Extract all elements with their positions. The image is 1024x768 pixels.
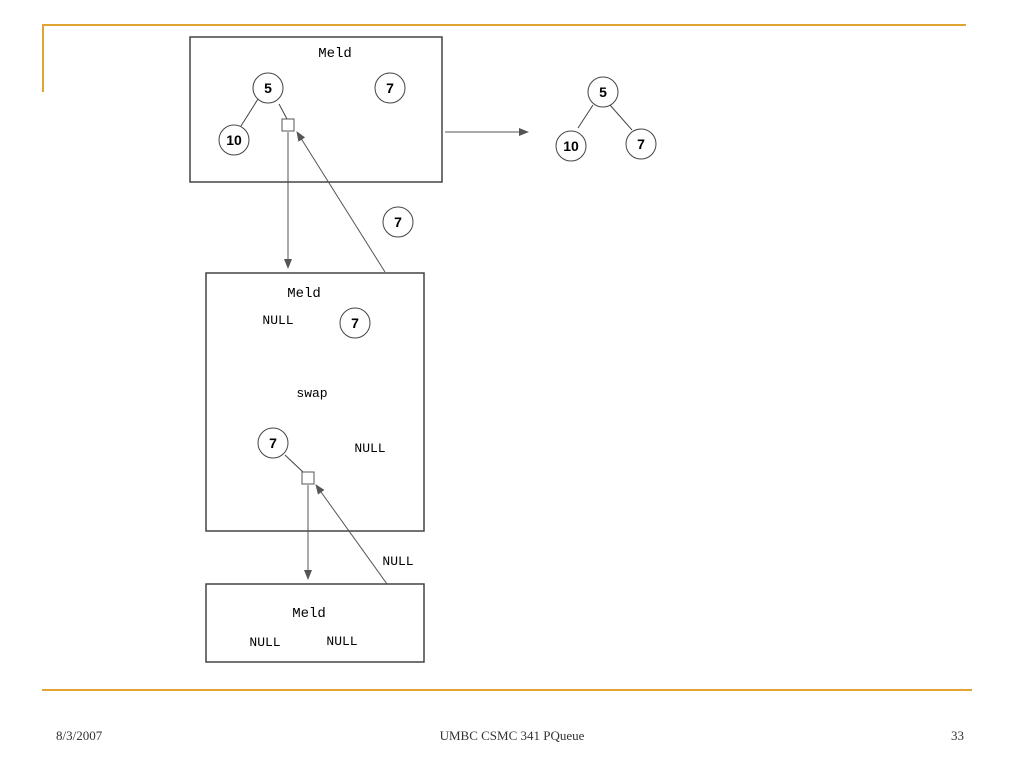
node-7-label: 7 [386, 80, 394, 96]
node-10-circle [218, 124, 250, 156]
footer-page-number: 33 [951, 728, 964, 743]
result-root-circle [587, 76, 619, 108]
meld-box-top-title: Meld [318, 46, 352, 62]
left-accent-line [42, 24, 44, 92]
middle-node-7-circle [339, 307, 371, 339]
edge-5-placeholder [278, 103, 288, 120]
result-left-circle [555, 130, 587, 162]
edge-7-placeholder [284, 454, 305, 474]
null-label-bottom-left: NULL [249, 635, 280, 650]
result-left-label: 10 [563, 138, 579, 154]
node-5-label: 5 [264, 80, 272, 96]
footer-course: UMBC CSMC 341 PQueue [439, 728, 585, 743]
node-7-circle [374, 72, 406, 104]
null-label-middle: NULL [262, 313, 293, 328]
returned-node-7-circle [382, 206, 414, 238]
result-right-label: 7 [637, 136, 645, 152]
result-edge-left [577, 104, 594, 129]
null-child-placeholder-top [281, 118, 295, 132]
edge-5-10 [240, 98, 259, 127]
swapped-node-7-label: 7 [269, 435, 277, 451]
return-arrow-up-2 [315, 484, 388, 585]
null-label-middle-right: NULL [354, 441, 385, 456]
top-accent-line [42, 24, 966, 26]
return-arrow-up-1 [296, 131, 386, 273]
footer-date: 8/3/2007 [56, 728, 103, 743]
bottom-divider-line [42, 689, 972, 691]
returned-node-7-label: 7 [394, 214, 402, 230]
middle-node-7-label: 7 [351, 315, 359, 331]
swap-label: swap [296, 386, 327, 401]
node-10-label: 10 [226, 132, 242, 148]
returned-null-label: NULL [382, 554, 413, 569]
meld-box-middle [205, 272, 425, 532]
result-edge-right [609, 104, 633, 131]
result-right-circle [625, 128, 657, 160]
meld-box-middle-title: Meld [287, 286, 321, 302]
node-5-circle [252, 72, 284, 104]
null-label-bottom-right: NULL [326, 634, 357, 649]
swapped-node-7-circle [257, 427, 289, 459]
null-child-placeholder-middle [301, 471, 315, 485]
result-root-label: 5 [599, 84, 607, 100]
meld-box-bottom-title: Meld [292, 606, 326, 622]
meld-box-bottom [205, 583, 425, 663]
meld-box-top [189, 36, 443, 183]
